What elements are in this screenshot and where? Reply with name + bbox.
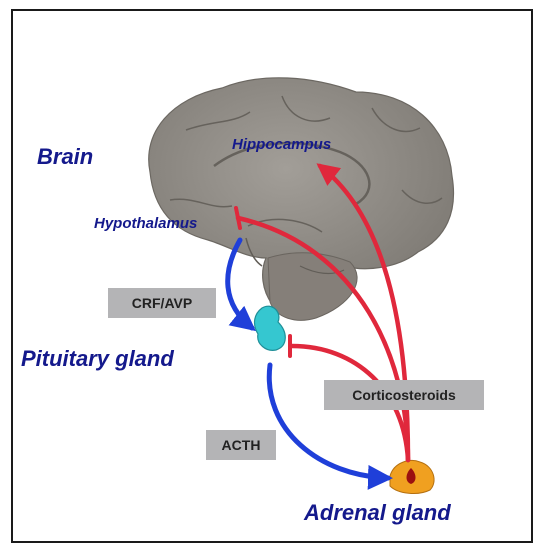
adrenal-gland-label: Adrenal gland: [304, 500, 451, 526]
brain-illustration: [149, 78, 454, 320]
adrenal-gland-shape: [390, 461, 434, 494]
hypothalamus-label: Hypothalamus: [94, 215, 197, 232]
acth-box: ACTH: [206, 430, 276, 460]
hippocampus-label: Hippocampus: [232, 136, 331, 153]
pituitary-gland-label: Pituitary gland: [21, 346, 174, 372]
crf-avp-box: CRF/AVP: [108, 288, 216, 318]
corticosteroids-box: Corticosteroids: [324, 380, 484, 410]
brain-label: Brain: [37, 144, 93, 170]
